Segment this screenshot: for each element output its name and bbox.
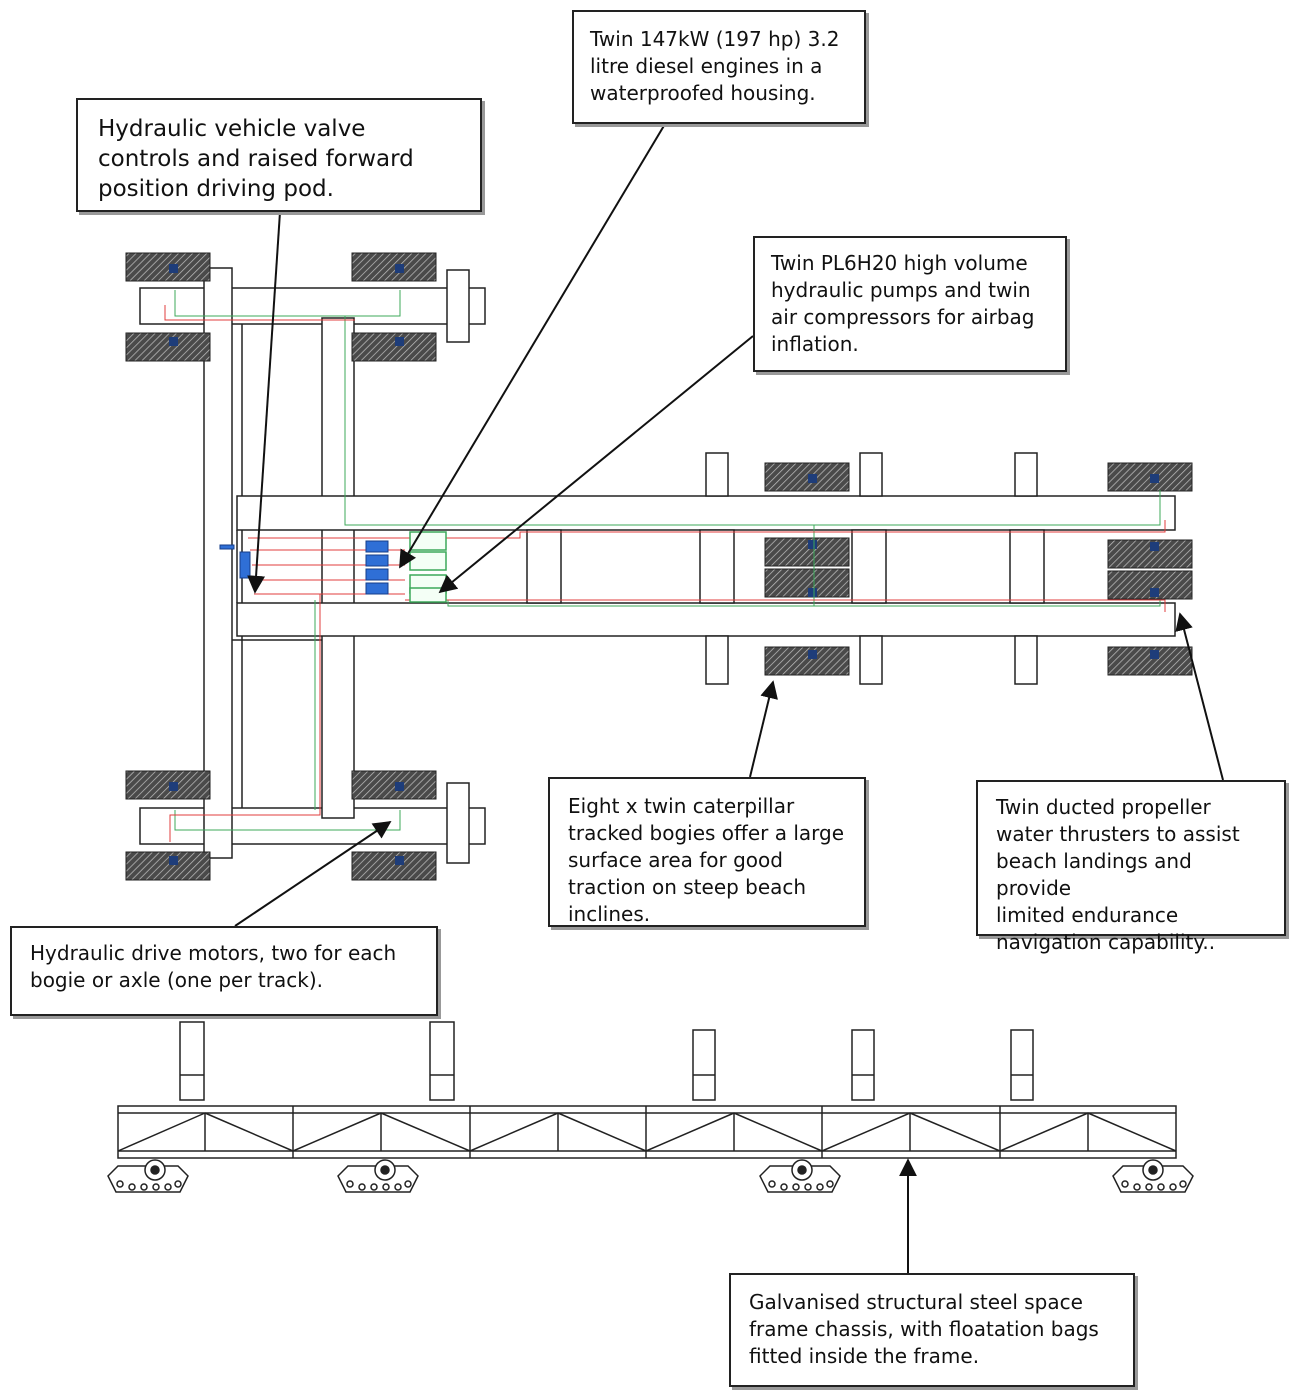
- space-frame-side-view: [117, 1105, 1177, 1159]
- front-frame-top-view: [139, 267, 486, 864]
- caterpillar-bogie: [1112, 1159, 1194, 1193]
- rear-tracks: [764, 462, 1193, 676]
- callout-diesel-engines: Twin 147kW (197 hp) 3.2 litre diesel eng…: [572, 10, 866, 124]
- hydraulic-pumps: [409, 531, 447, 603]
- callout-water-thrusters: Twin ducted propeller water thrusters to…: [976, 780, 1286, 954]
- rear-hub-markers: [808, 474, 1159, 659]
- callout-water-thrusters-text: Twin ducted propeller water thrusters to…: [996, 795, 1240, 954]
- callout-tracked-bogies-text: Eight x twin caterpillar tracked bogies …: [568, 794, 845, 926]
- callout-hydraulic-pumps-text: Twin PL6H20 high volume hydraulic pumps …: [771, 251, 1035, 356]
- valve-block: [219, 540, 389, 595]
- caterpillar-bogie: [107, 1159, 189, 1193]
- leader-tracks: [749, 680, 778, 778]
- callout-tracked-bogies: Eight x twin caterpillar tracked bogies …: [548, 777, 866, 927]
- hydraulic-lines-red: [164, 305, 1166, 842]
- callout-space-frame: Galvanised structural steel space frame …: [729, 1273, 1135, 1387]
- callout-drive-motors-text: Hydraulic drive motors, two for each bog…: [30, 941, 397, 992]
- leader-engines: [399, 123, 666, 569]
- callout-drive-motors: Hydraulic drive motors, two for each bog…: [10, 926, 438, 1016]
- callout-valve-controls-text: Hydraulic vehicle valve controls and rai…: [98, 116, 414, 202]
- leader-motors: [234, 820, 392, 927]
- upright-posts: [179, 1021, 1034, 1101]
- front-hub-markers: [169, 264, 404, 865]
- leader-arrows: [234, 123, 1224, 1273]
- callout-space-frame-text: Galvanised structural steel space frame …: [749, 1290, 1099, 1368]
- caterpillar-bogie: [759, 1159, 841, 1193]
- rear-frame-top-view: [236, 452, 1176, 685]
- leader-valve: [247, 211, 281, 594]
- hydraulic-lines-green: [174, 290, 1161, 831]
- callout-hydraulic-pumps: Twin PL6H20 high volume hydraulic pumps …: [753, 236, 1067, 372]
- callout-diesel-engines-text: Twin 147kW (197 hp) 3.2 litre diesel eng…: [590, 27, 840, 105]
- callout-valve-controls: Hydraulic vehicle valve controls and rai…: [76, 98, 482, 212]
- front-tracks: [125, 252, 437, 881]
- caterpillar-bogie: [337, 1159, 419, 1193]
- leader-pumps: [438, 335, 754, 594]
- leader-thrusters: [1175, 612, 1224, 781]
